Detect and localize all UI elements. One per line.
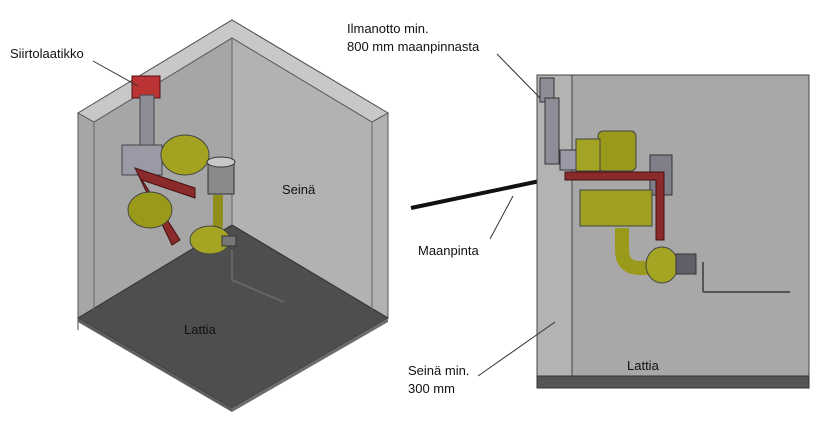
leader-air-intake (496, 53, 541, 99)
side-blower (597, 130, 637, 172)
side-mount (559, 149, 577, 171)
iso-floor-right-slab (232, 318, 388, 412)
leader-transfer-box (92, 60, 139, 87)
iso-motor (127, 191, 173, 229)
side-blower-body (575, 138, 601, 172)
side-pipe (615, 228, 655, 275)
side-machine (539, 77, 790, 293)
label-transfer-box: Siirtolaatikko (10, 46, 84, 61)
label-air-intake-line1: Ilmanotto min. (347, 21, 429, 36)
label-floor-left: Lattia (184, 322, 216, 337)
label-floor-right: Lattia (627, 358, 659, 373)
side-frame (564, 171, 665, 241)
iso-machine (121, 75, 285, 303)
iso-duct-vertical (139, 94, 155, 151)
side-view (477, 53, 810, 389)
leader-wall-min (477, 321, 556, 377)
side-floor-slab (536, 375, 810, 389)
label-wall-left: Seinä (282, 182, 316, 197)
leader-ground (489, 195, 514, 240)
iso-blower (160, 134, 210, 176)
iso-floor-slab-left (78, 318, 232, 408)
iso-frame (134, 167, 196, 246)
side-pump (645, 246, 679, 284)
side-wall-area (536, 74, 810, 377)
label-wall-min-line1: Seinä min. (408, 363, 470, 378)
ground-line (410, 179, 541, 210)
side-duct (544, 97, 560, 165)
side-motor (579, 189, 653, 227)
label-ground-level: Maanpinta (418, 243, 479, 258)
iso-floor-front-slab (78, 318, 232, 412)
iso-rod-floor (231, 279, 285, 303)
iso-coupler (221, 235, 237, 247)
side-coupler (675, 253, 697, 275)
label-wall-min-line2: 300 mm (408, 381, 455, 396)
label-air-intake-line2: 800 mm maanpinnasta (347, 39, 480, 54)
iso-filter-top (206, 156, 236, 168)
iso-room (77, 19, 389, 412)
